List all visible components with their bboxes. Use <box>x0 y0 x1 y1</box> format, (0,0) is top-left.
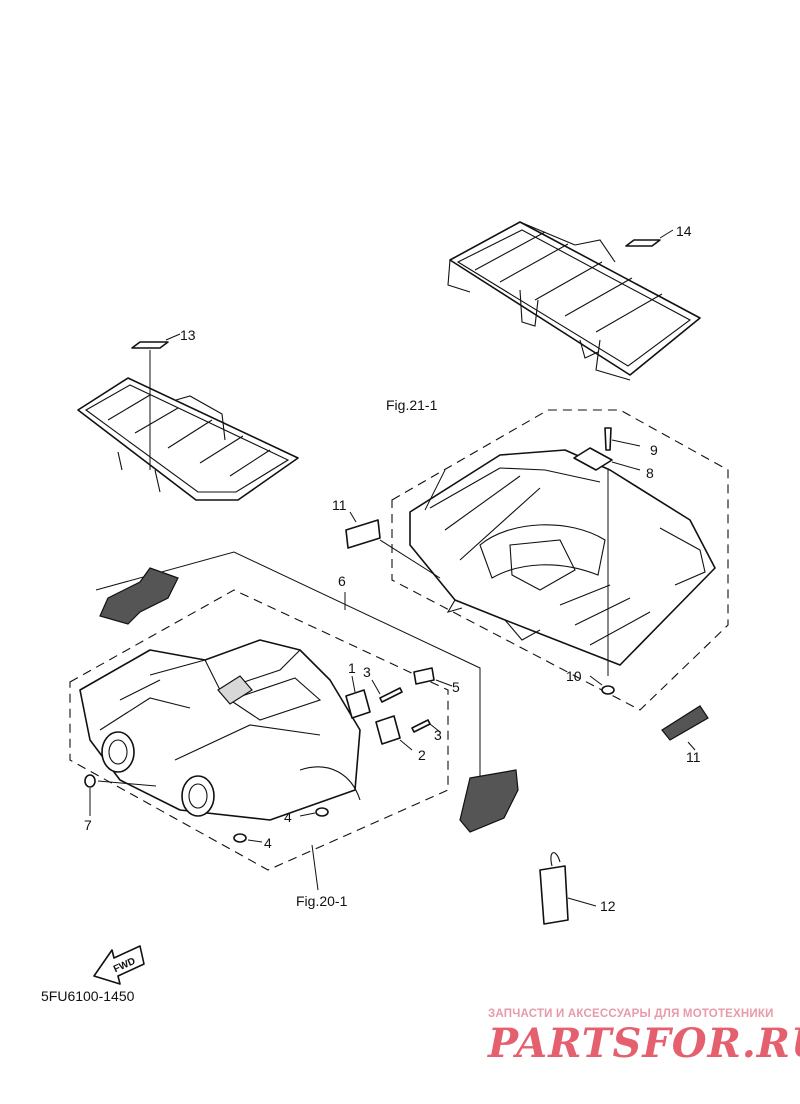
rear-fender-emblem-right <box>661 705 709 741</box>
rear-fender-emblem-left <box>345 519 381 549</box>
front-emblem <box>99 567 179 625</box>
part-label-1: 1 <box>348 660 356 676</box>
front-fender-large-emblem <box>459 769 519 833</box>
front-fender-group-outline <box>69 589 449 871</box>
part-label-4-right: 4 <box>284 809 292 825</box>
part-label-4-left: 4 <box>264 835 272 851</box>
right-headlight <box>181 775 215 817</box>
part-label-13: 13 <box>180 327 196 343</box>
watermark-tagline: ЗАПЧАСТИ И АКСЕССУАРЫ ДЛЯ МОТОТЕХНИКИ <box>488 1008 774 1020</box>
rear-carrier-decal <box>625 239 661 247</box>
part-label-11-left: 11 <box>332 497 347 513</box>
rear-fender <box>409 449 716 666</box>
front-carrier-decal <box>131 341 169 349</box>
front-fender-plate-1 <box>345 689 371 719</box>
rear-carrier-rack <box>447 221 701 381</box>
part-label-9: 9 <box>650 442 658 458</box>
left-headlight <box>101 731 135 773</box>
front-fender-grommet-left <box>233 833 247 843</box>
front-fender-decal <box>413 667 435 685</box>
watermark-logo: PARTSFOR.RU <box>488 1020 800 1067</box>
part-label-3-upper: 3 <box>363 664 371 680</box>
part-label-5: 5 <box>452 679 460 695</box>
part-label-6: 6 <box>338 573 346 589</box>
figure-ref-rear: Fig.21-1 <box>386 397 438 413</box>
rear-fender-pin <box>604 427 612 451</box>
forward-arrow-icon: FWD <box>93 945 145 985</box>
rear-fender-group-outline <box>391 409 729 711</box>
rear-fender-plate <box>573 447 613 471</box>
front-fender-bolt-upper <box>379 687 403 703</box>
front-fender-cap <box>84 774 96 788</box>
part-label-7: 7 <box>84 817 92 833</box>
part-label-11-right: 11 <box>686 749 701 765</box>
diagram-code: 5FU6100-1450 <box>41 988 135 1004</box>
caution-tag <box>539 865 569 925</box>
front-fender-bolt-lower <box>411 719 431 733</box>
part-label-14: 14 <box>676 223 692 239</box>
part-label-2: 2 <box>418 747 426 763</box>
rear-fender-grommet <box>601 685 615 695</box>
part-label-8: 8 <box>646 465 654 481</box>
front-carrier-rack <box>77 377 299 501</box>
front-fender-plate-2 <box>375 715 401 745</box>
front-fender-grommet-right <box>315 807 329 817</box>
part-label-10: 10 <box>566 668 582 684</box>
part-label-3-lower: 3 <box>434 727 442 743</box>
part-label-12: 12 <box>600 898 616 914</box>
front-fender <box>79 639 361 821</box>
figure-ref-front: Fig.20-1 <box>296 893 348 909</box>
